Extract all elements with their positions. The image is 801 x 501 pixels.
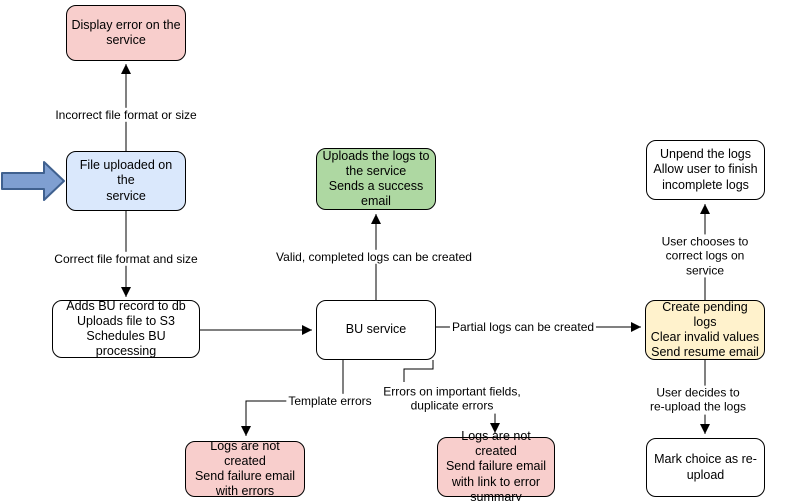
- node-display-error: Display error on the service: [66, 5, 186, 61]
- edge-label-user-corrects: User chooses to correct logs on service: [657, 234, 753, 278]
- entry-point-arrow-icon: [1, 161, 65, 201]
- node-logs-failure-errors: Logs are not created Send failure email …: [185, 439, 305, 498]
- edge-label-partial-logs: Partial logs can be created: [449, 319, 597, 335]
- node-mark-choice-reupload: Mark choice as re- upload: [646, 438, 765, 497]
- node-unpend-logs: Unpend the logs Allow user to finish inc…: [646, 140, 765, 200]
- node-logs-failure-summary: Logs are not created Send failure email …: [437, 429, 555, 501]
- edge-bu-service-to-logs-failure-summary-stub: [403, 360, 434, 382]
- edge-label-incorrect-format: Incorrect file format or size: [53, 107, 199, 123]
- node-uploads-logs-success: Uploads the logs to the service Sends a …: [316, 148, 436, 210]
- node-create-pending-logs: Create pending logs Clear invalid values…: [645, 300, 765, 360]
- edge-label-errors-important-fields: Errors on important fields, duplicate er…: [381, 384, 523, 414]
- node-file-uploaded: File uploaded on the service: [66, 151, 186, 211]
- node-bu-service: BU service: [316, 300, 436, 360]
- edge-label-template-errors: Template errors: [286, 393, 374, 409]
- edge-label-correct-format: Correct file format and size: [52, 251, 200, 267]
- edge-label-valid-logs: Valid, completed logs can be created: [274, 249, 474, 265]
- edge-label-user-reuploads: User decides to re-upload the logs: [646, 385, 750, 415]
- node-adds-bu-record: Adds BU record to db Uploads file to S3 …: [52, 299, 200, 358]
